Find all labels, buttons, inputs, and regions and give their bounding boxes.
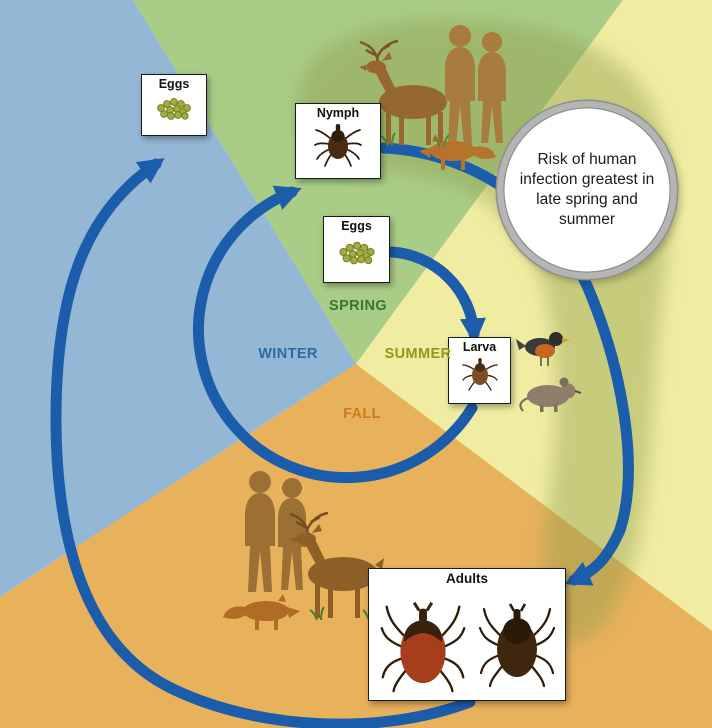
arrow-nymph-to-adults (378, 142, 634, 586)
eggs-center-box: Eggs (323, 216, 390, 283)
grass-icon (309, 606, 379, 621)
adult-male-tick-icon (478, 603, 556, 687)
adult-female-tick-icon (380, 601, 466, 693)
nymph-tick-icon (314, 123, 362, 167)
nymph-box: Nymph (295, 103, 381, 179)
adult-ticks (377, 587, 557, 693)
larva-tick-icon (461, 357, 498, 391)
deer-icon (359, 39, 454, 145)
fall-host-animals (223, 471, 384, 630)
risk-callout-text: Risk of human infection greatest in late… (519, 150, 655, 229)
arrow-eggs-to-larva (386, 246, 486, 345)
bird-icon (516, 332, 570, 366)
eggs-outer-label: Eggs (158, 77, 190, 91)
fox-icon (223, 594, 300, 630)
human-pair-icon (245, 471, 306, 592)
egg-cluster-icon (338, 241, 375, 265)
adults-label: Adults (446, 571, 488, 586)
eggs-center-label: Eggs (341, 219, 372, 233)
lifecycle-spiral-arrows (50, 142, 634, 728)
season-label-fall: FALL (343, 406, 381, 422)
adults-box: Adults (368, 568, 566, 701)
nymph-label: Nymph (316, 106, 360, 120)
season-label-winter: WINTER (258, 346, 318, 362)
bird-host (516, 332, 570, 366)
grass-icon (380, 132, 450, 148)
spring-host-animals (359, 25, 506, 170)
arrow-adults-to-eggs (50, 158, 476, 728)
eggs-outer-box: Eggs (141, 74, 207, 136)
risk-callout: Risk of human infection greatest in late… (497, 101, 677, 279)
winter-quadrant (0, 0, 356, 597)
season-label-spring: SPRING (329, 298, 387, 314)
arrow-larva-to-nymph (192, 185, 478, 484)
larva-box: Larva (448, 337, 511, 404)
human-pair-icon (445, 25, 506, 146)
season-label-summer: SUMMER (384, 346, 452, 362)
mouse-icon (519, 377, 582, 412)
larva-label: Larva (462, 340, 497, 354)
egg-cluster-icon (157, 97, 191, 120)
fox-icon (419, 134, 496, 170)
mouse-host (519, 377, 582, 412)
